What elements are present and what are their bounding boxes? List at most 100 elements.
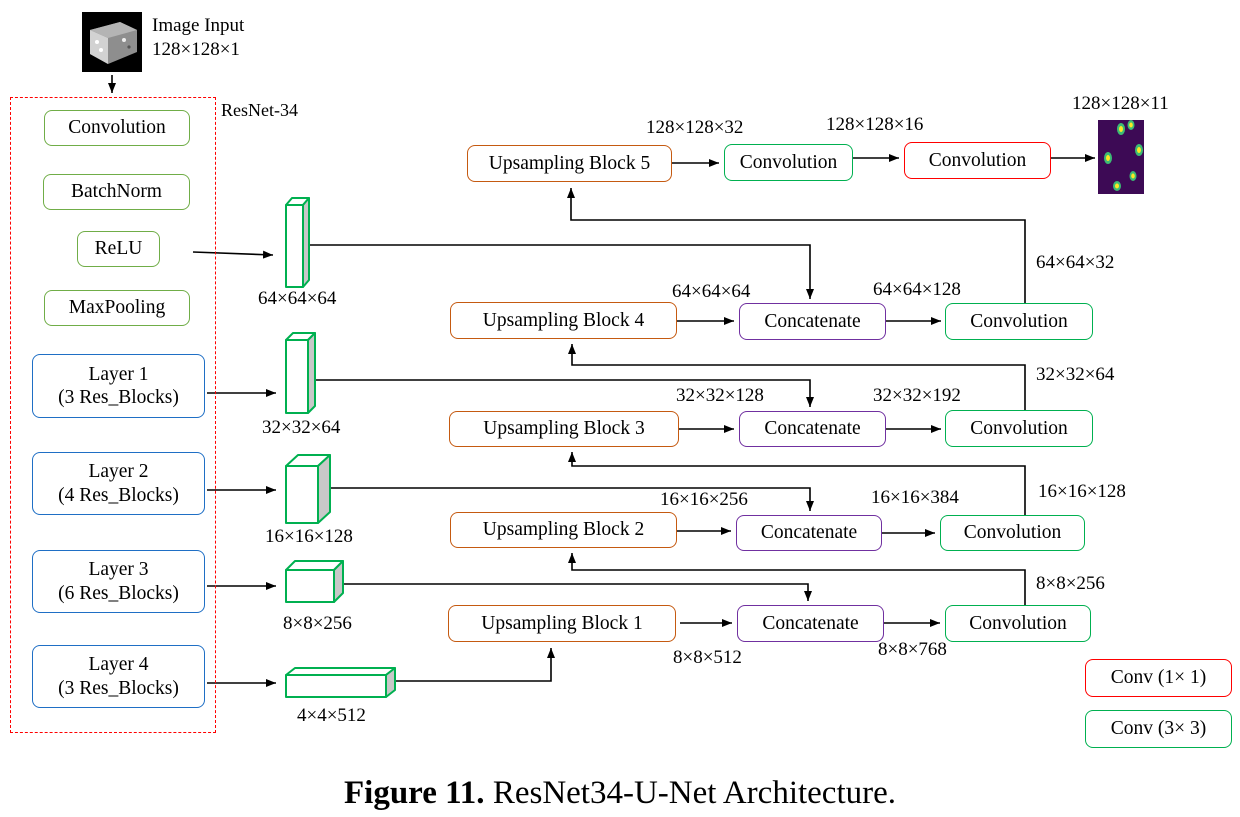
upsampling-label: Upsampling Block 2 <box>482 519 645 541</box>
stage4-conv-label: 64×64×32 <box>1036 252 1115 273</box>
feature-map-label-5: 4×4×512 <box>297 705 366 726</box>
convolution-label: Convolution <box>963 522 1062 544</box>
output-blob <box>1113 181 1121 191</box>
input-title: Image Input <box>152 15 245 36</box>
skip-fm4-to-concat1 <box>344 583 812 601</box>
legend-label: Conv (3× 3) <box>1110 718 1207 740</box>
stage1-concat-label: 8×8×768 <box>878 639 947 660</box>
feature-map-cuboid-2 <box>285 332 316 414</box>
stage4-upsample-label: 64×64×64 <box>672 281 751 302</box>
stage2-concat-label: 16×16×384 <box>871 487 959 508</box>
concatenate-label: Concatenate <box>762 612 859 634</box>
stem-convolution-label: Convolution <box>68 117 166 139</box>
upsampling-block-5: Upsampling Block 5 <box>467 145 672 182</box>
figure-caption: Figure 11. ResNet34-U-Net Architecture. <box>0 774 1240 814</box>
stem-batchnorm: BatchNorm <box>43 174 190 210</box>
upsampling-block-1: Upsampling Block 1 <box>448 605 676 642</box>
legend-label: Conv (1× 1) <box>1110 667 1207 689</box>
layer-name: Layer 3 <box>88 559 149 581</box>
stage1-conv-label: 8×8×256 <box>1036 573 1105 594</box>
final-convolution-1x1: Convolution <box>904 142 1051 179</box>
concatenate-label: Concatenate <box>760 522 858 544</box>
layer-name: Layer 4 <box>88 654 149 676</box>
convolution-2: Convolution <box>940 515 1085 551</box>
input-image <box>82 12 142 72</box>
final-convolution-3x3: Convolution <box>724 144 853 181</box>
output-blob <box>1135 144 1143 156</box>
feature-map-label-3: 16×16×128 <box>265 526 353 547</box>
arrow-conv1-to-upsampling2 <box>568 553 1026 605</box>
stage3-upsample-label: 32×32×128 <box>676 385 764 406</box>
output-blob <box>1127 120 1135 130</box>
arrow-conv3-to-upsampling4 <box>568 344 1026 410</box>
legend-conv-1x1: Conv (1× 1) <box>1085 659 1232 697</box>
arrow-fm5-to-upsampling1 <box>396 648 555 682</box>
convolution-4: Convolution <box>945 303 1093 340</box>
feature-map-label-1: 64×64×64 <box>258 288 337 309</box>
feature-map-cuboid-5 <box>285 667 396 698</box>
skip-fm3-to-concat2 <box>331 487 814 511</box>
convolution-label: Convolution <box>970 310 1068 332</box>
concatenate-1: Concatenate <box>737 605 884 642</box>
encoder-layer-2: Layer 2 (4 Res_Blocks) <box>32 452 205 515</box>
encoder-frame <box>10 97 216 733</box>
concatenate-label: Concatenate <box>764 418 861 440</box>
stem-relu-label: ReLU <box>94 238 143 260</box>
final-conv-output-label: 128×128×16 <box>826 114 924 135</box>
stage2-upsample-label: 16×16×256 <box>660 489 748 510</box>
feature-map-label-2: 32×32×64 <box>262 417 341 438</box>
concatenate-label: Concatenate <box>764 310 861 332</box>
upsampling-label: Upsampling Block 4 <box>482 309 645 331</box>
stem-maxpooling-label: MaxPooling <box>68 297 166 319</box>
convolution-label: Convolution <box>739 151 838 173</box>
arrow-conv4-to-upsampling5 <box>567 188 1026 303</box>
feature-map-cuboid-3 <box>285 454 331 524</box>
upsampling-block-4: Upsampling Block 4 <box>450 302 677 339</box>
feature-map-cuboid-4 <box>285 560 344 603</box>
stem-relu: ReLU <box>77 231 160 267</box>
layer-detail: (3 Res_Blocks) <box>58 387 179 408</box>
upsampling-block-2: Upsampling Block 2 <box>450 512 677 548</box>
convolution-3: Convolution <box>945 410 1093 447</box>
concatenate-2: Concatenate <box>736 515 882 551</box>
skip-fm1-to-concat4 <box>310 244 814 299</box>
output-blob <box>1104 152 1112 164</box>
output-blob <box>1129 171 1137 181</box>
upsampling-block-3: Upsampling Block 3 <box>449 411 679 447</box>
caption-title: ResNet34-U-Net Architecture. <box>484 775 896 811</box>
concatenate-3: Concatenate <box>739 411 886 447</box>
stem-maxpooling: MaxPooling <box>44 290 190 326</box>
output-image <box>1098 120 1144 194</box>
convolution-label: Convolution <box>928 149 1027 171</box>
stem-batchnorm-label: BatchNorm <box>71 181 162 203</box>
feature-map-cuboid-1 <box>285 197 310 288</box>
stage3-conv-label: 32×32×64 <box>1036 364 1115 385</box>
feature-map-label-4: 8×8×256 <box>283 613 352 634</box>
layer-name: Layer 1 <box>88 363 149 385</box>
upsampling-label: Upsampling Block 1 <box>481 612 643 634</box>
convolution-label: Convolution <box>969 612 1067 634</box>
skip-fm2-to-concat3 <box>316 379 814 407</box>
layer-name: Layer 2 <box>88 461 149 483</box>
stage4-concat-label: 64×64×128 <box>873 279 961 300</box>
convolution-label: Convolution <box>970 417 1068 439</box>
layer-detail: (6 Res_Blocks) <box>58 582 179 604</box>
stage3-concat-label: 32×32×192 <box>873 385 961 406</box>
stage1-upsample-label: 8×8×512 <box>673 647 742 668</box>
caption-label: Figure 11. <box>344 775 485 811</box>
encoder-layer-3: Layer 3 (6 Res_Blocks) <box>32 550 205 613</box>
encoder-layer-4: Layer 4 (3 Res_Blocks) <box>32 645 205 708</box>
legend-conv-3x3: Conv (3× 3) <box>1085 710 1232 748</box>
upsample5-output-label: 128×128×32 <box>646 117 744 138</box>
stage2-conv-label: 16×16×128 <box>1038 481 1126 502</box>
arrow-conv2-to-upsampling3 <box>568 452 1026 515</box>
layer-detail: (3 Res_Blocks) <box>58 677 179 699</box>
stem-convolution: Convolution <box>44 110 190 146</box>
concatenate-4: Concatenate <box>739 303 886 340</box>
layer-detail: (4 Res_Blocks) <box>58 484 179 506</box>
input-shape: 128×128×1 <box>152 39 240 60</box>
output-blob <box>1117 123 1125 135</box>
output-shape-label: 128×128×11 <box>1072 93 1169 114</box>
